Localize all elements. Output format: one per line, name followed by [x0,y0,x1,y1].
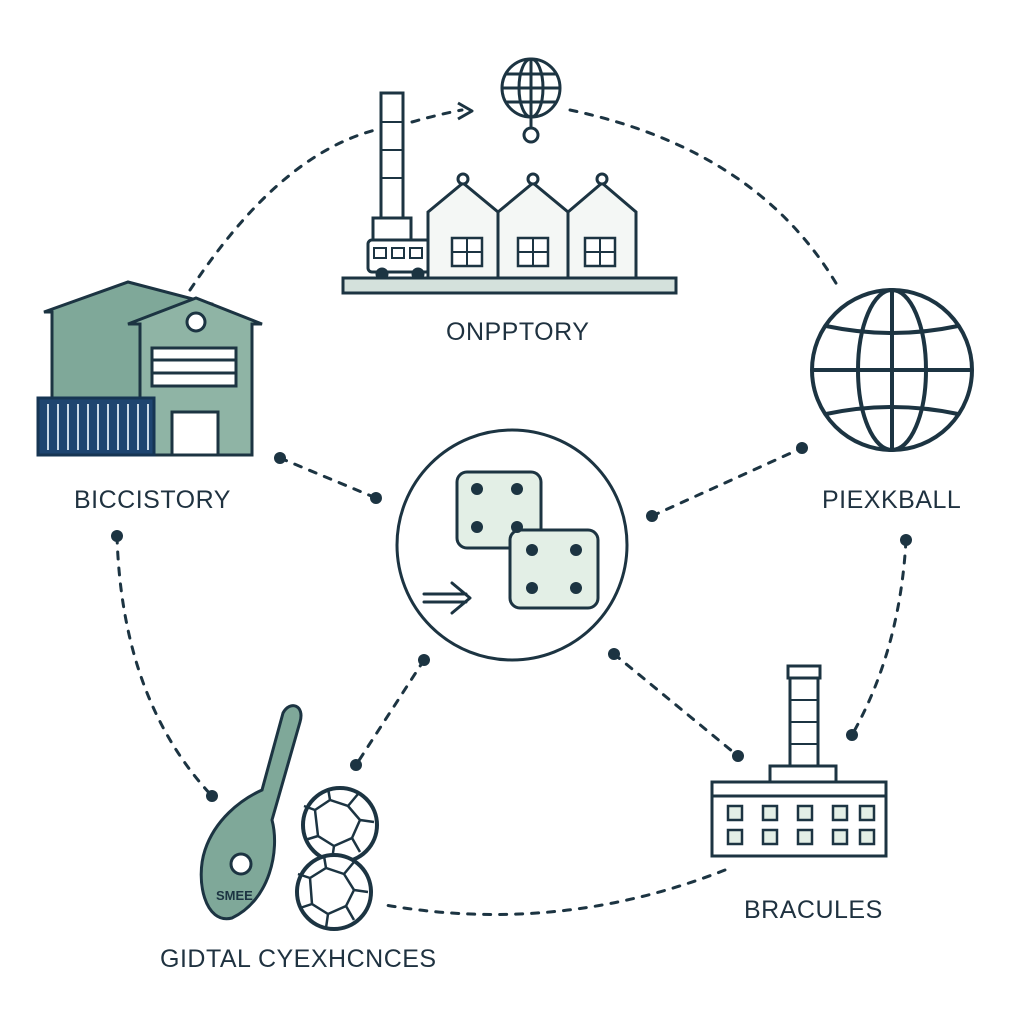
connector-center-to-globe [650,446,804,518]
racket-icon: SMEE [199,704,303,921]
connector-dots [111,442,912,802]
arrow-head-icon [457,101,474,121]
factory-chimney [379,91,405,220]
connector-warehouse-to-factory [188,128,377,292]
connector-center-to-racket [354,658,426,767]
racket-and-balls-icon: SMEE [199,704,379,931]
node-label-right: PIEXKBALL [822,486,962,514]
connector-globe-to-office [850,538,908,737]
racket-text: SMEE [216,888,253,903]
ball-icon [295,853,373,931]
connector-center-to-office [612,652,740,758]
node-label-left: BICCISTORY [74,486,231,514]
connector-warehouse-to-racket [115,534,214,798]
connector-office-to-balls [383,868,727,916]
globe-pin-icon [500,57,562,144]
dice-icon [395,428,629,662]
connector-globe-pin-to-globe [568,108,842,292]
connector-factory-to-globe-pin [410,108,464,124]
factory-vehicle [366,238,432,274]
connector-warehouse-to-center [278,456,378,500]
factory-ground [341,276,678,295]
factory-icon [341,91,678,295]
node-label-bottom-left: GIDTAL CYEXHCNCES [160,945,437,973]
arrow-right-icon [422,581,472,615]
warehouse-icon [36,280,263,457]
connectors [115,108,908,916]
office-building-icon [710,664,888,858]
warehouse-container [36,396,156,457]
node-label-top: ONPPTORY [446,318,590,346]
ball-icon [301,786,379,864]
globe-icon [810,288,974,452]
node-label-bottom-right: BRACULES [744,896,883,924]
